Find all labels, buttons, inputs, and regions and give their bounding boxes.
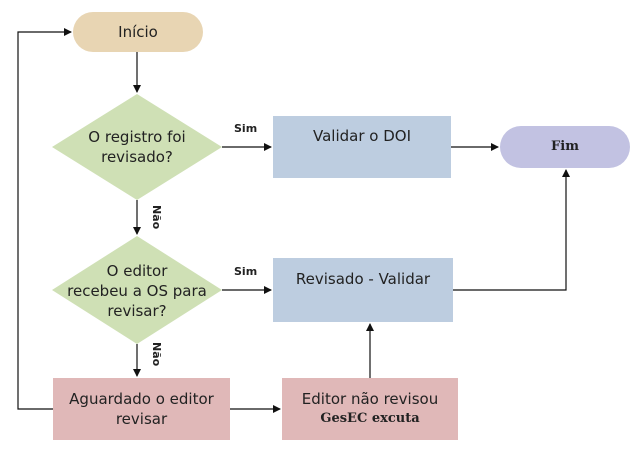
editor-not-reviewed-box (282, 378, 458, 440)
decision-editor-line-3: revisar? (107, 302, 167, 320)
validate-doi-label: Validar o DOI (313, 127, 411, 145)
waiting-editor-box (53, 378, 230, 440)
edge-label-no1: Não (150, 205, 163, 230)
decision-reviewed-line-1: O registro foi (88, 128, 186, 146)
editor-not-reviewed-line-1: Editor não revisou (301, 390, 439, 408)
waiting-editor-label: Aguardado o editor revisar (53, 386, 230, 432)
reviewed-validate-box (273, 258, 453, 322)
edge-loop-back (17, 28, 72, 410)
start-terminal (73, 12, 203, 52)
decision-editor-line-2: recebeu a OS para (67, 282, 207, 300)
reviewed-validate-label: Revisado - Validar (295, 270, 431, 288)
editor-not-reviewed-label: Editor não revisou GesEC excuta (282, 386, 458, 432)
decision-reviewed-label: O registro foi revisado? (62, 117, 212, 177)
end-label: Fim (551, 139, 579, 154)
waiting-editor-line-1: Aguardado o editor (69, 390, 214, 408)
gesec-executes-line: GesEC excuta (320, 411, 420, 426)
decision-editor (52, 236, 222, 344)
waiting-editor-line-2: revisar (115, 410, 168, 428)
decision-editor-line-1: O editor (106, 262, 168, 280)
edge-label-yes1: Sim (234, 122, 258, 135)
end-terminal (500, 126, 630, 168)
edge-label-no2: Não (150, 342, 163, 367)
edge-label-yes2: Sim (234, 265, 258, 278)
decision-reviewed-line-2: revisado? (101, 148, 173, 166)
start-label: Início (118, 23, 158, 41)
validate-doi-box (273, 116, 451, 178)
edge-reviewed-to-end (453, 169, 570, 291)
decision-reviewed (52, 94, 222, 200)
decision-editor-label: O editor recebeu a OS para revisar? (52, 260, 222, 322)
